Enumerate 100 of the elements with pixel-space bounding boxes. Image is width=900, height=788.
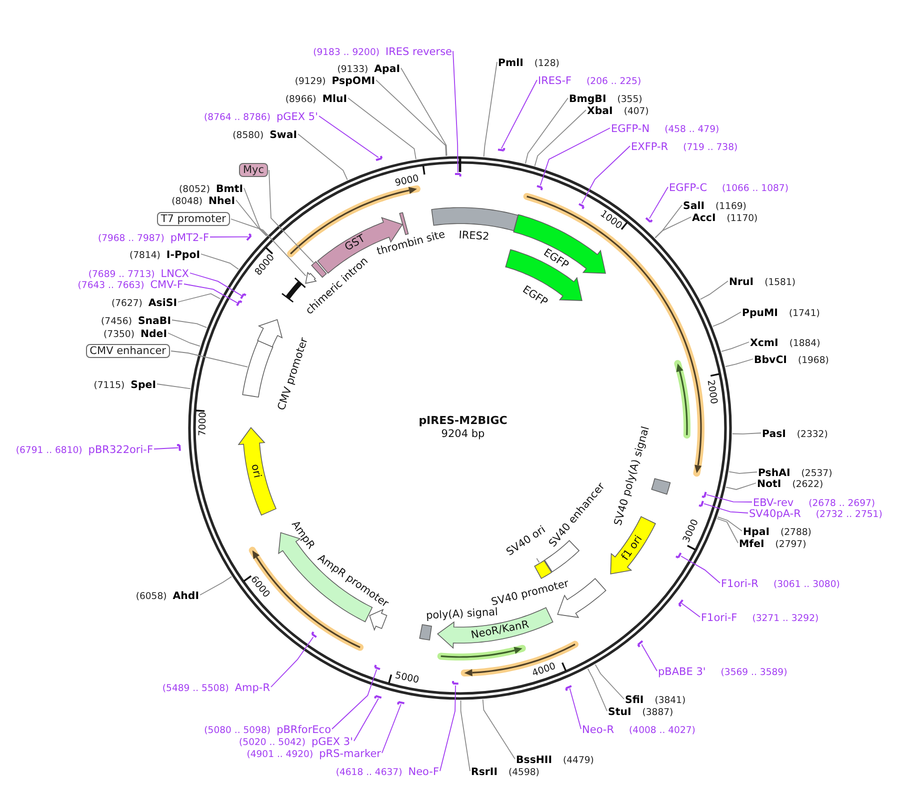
leader-line [712,312,742,327]
primer-label: (4901 .. 4920) pRS-marker [246,748,381,758]
primer-label: (7643 .. 7663) CMV-F [78,278,183,290]
restriction-site-label: NruI (1581) [729,276,796,286]
scale-label: 4000 [530,660,558,679]
primer-binding-mark [565,684,573,692]
leader-line [172,320,208,328]
primer-binding-mark [452,680,460,685]
leader-line [184,284,238,304]
restriction-site-label: SfiI (3841) [625,694,686,704]
leader-line [170,350,248,368]
leader-line [681,602,700,618]
restriction-site-label: (9129) PspOMI [294,74,375,86]
leader-line [400,68,448,156]
restriction-site-label: BssHII (4479) [516,754,594,764]
leader-line [536,558,540,563]
restriction-site-label: AccI (1170) [692,212,758,222]
leader-line [680,556,720,584]
primer-binding-mark [536,185,544,192]
primer-label: (5020 .. 5042) pGEX 3' [239,736,353,746]
feature-label: SV40 poly(A) signal [612,425,652,527]
leader-line [721,342,750,352]
primer-label: F1ori-R (3061 .. 3080) [721,578,840,588]
leader-line [168,332,201,347]
primer-label: (7689 .. 7713) LNCX [88,268,189,278]
leader-line [641,644,658,672]
leader-line [648,186,668,219]
restriction-site-label: BmgBI (355) [569,92,642,104]
restriction-site-label: (8048) NheI [172,194,235,206]
leader-line [500,80,538,149]
primer-binding-mark [396,701,406,706]
feature-tag: CMV enhancer [86,344,170,358]
restriction-site-label: (7627) AsiSI [112,296,177,308]
leader-line [706,494,752,502]
restriction-site-label: (6058) AhdI [136,590,199,600]
restriction-site-label: HpaI (2788) [743,526,812,536]
feature-block [242,340,274,398]
leader-line [244,188,268,236]
leader-line [332,669,378,730]
primer-binding-mark [698,500,704,507]
leader-line [460,700,470,772]
leader-line [190,272,242,296]
leader-line [540,128,610,186]
feature-label: thrombin site [376,228,446,258]
restriction-site-label: NotI (2622) [757,478,824,488]
restriction-site-label: MfeI (2797) [739,538,806,548]
plasmid-length: 9204 bp [441,428,485,440]
primer-binding-mark [310,631,318,638]
leader-line [382,704,402,754]
restriction-site-label: XcmI (1884) [750,336,820,348]
restriction-site-label: RsrII (4598) [471,766,540,776]
primer-binding-mark [637,640,644,648]
leader-line [354,698,379,742]
primer-label: SV40pA-R (2732 .. 2751) [749,508,882,518]
scale-label: 3000 [681,518,702,544]
leader-line [154,447,179,450]
primer-label: (5489 .. 5508) Amp-R [162,682,270,692]
plasmid-name: pIRES-M2BIGC [418,415,508,427]
primer-label: (4618 .. 4637) Neo-F [336,766,439,776]
primer-label: (5080 .. 5098) pBRforEco [204,724,331,734]
scale-label: 7000 [197,412,209,436]
primer-label: EGFP-N (458 .. 479) [611,122,720,134]
leader-line [534,110,586,166]
primer-binding-mark [454,173,462,178]
primer-binding-mark [578,202,584,210]
leader-line [200,576,232,596]
leader-line [587,668,608,712]
leader-line [178,293,221,302]
leader-line [440,685,456,772]
leader-line [268,170,314,264]
primer-label: (8764 .. 8786) pGEX 5' [204,110,318,122]
restriction-site-label: (9133) ApaI [337,62,400,74]
primer-binding-mark [645,216,654,223]
leader-line [581,146,630,204]
restriction-site-label: SalI (1169) [683,200,746,210]
primer-label: (7968 .. 7987) pMT2-F [98,232,209,242]
primer-label: F1ori-F (3271 .. 3292) [701,612,819,622]
feature-block [311,260,328,278]
leader-line [298,134,348,180]
primer-binding-mark [497,147,506,152]
leader-line [376,80,447,156]
leader-line [452,50,458,173]
restriction-site-label: PmlI (128) [498,56,560,68]
leader-line [725,358,754,368]
restriction-site-label: (7456) SnaBI [101,314,171,326]
primer-label: (9183 .. 9200) IRES reverse [313,46,452,56]
feature-block [534,560,552,579]
leader-line [654,216,692,238]
restriction-site-label: PshAI (2537) [758,466,832,478]
primer-binding-mark [236,300,244,307]
primer-label: IRES-F (206 .. 225) [538,74,642,86]
feature-label: f1 ori [619,533,645,563]
primer-binding-mark [701,490,707,498]
primer-binding-mark [374,695,383,700]
restriction-site-label: BbvCI (1968) [754,354,829,364]
restriction-site-label: (8580) SwaI [232,128,297,140]
leader-line [348,98,416,160]
feature-tag: T7 promoter [156,212,230,226]
primer-label: (6791 .. 6810) pBR322ori-F [16,444,153,454]
leader-line [700,280,728,300]
